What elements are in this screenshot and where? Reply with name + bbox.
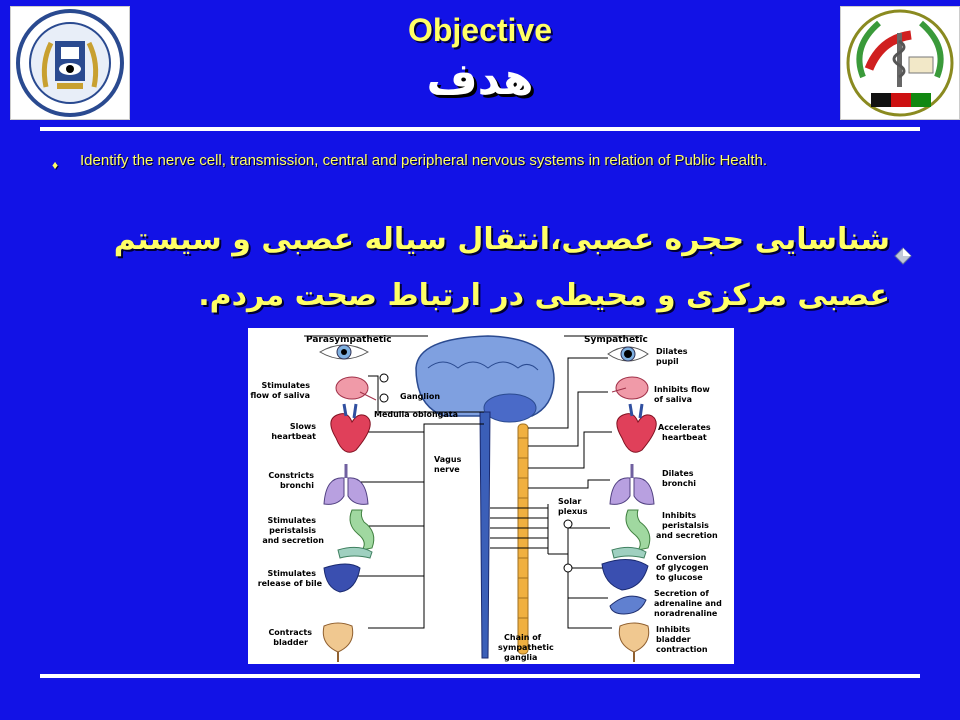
para-label-4-line-1: Stimulates [267,516,316,525]
para-label-6-line-1: Contracts [268,628,312,637]
symp-label-1-line-2: pupil [656,357,679,366]
para-label-4-line-2: peristalsis [269,526,316,535]
ministry-emblem-icon [10,6,130,120]
symp-label-6-line-1: Conversion [656,553,707,562]
nervous-system-diagram: Parasympathetic Sympathetic Ganglion Med… [248,328,734,664]
symp-label-7-line-3: noradrenaline [654,609,718,618]
symp-label-2-line-1: Inhibits flow [654,385,710,394]
symp-label-3-line-2: heartbeat [662,433,707,442]
symp-label-6-line-2: of glycogen [656,563,709,572]
para-label-3-line-1: Constricts [268,471,314,480]
lungs-icon [323,464,369,505]
label-vagus-1: Vagus [434,455,462,464]
public-health-emblem-icon [840,6,960,120]
label-solar-1: Solar [558,497,581,506]
page-title-persian: هدف [426,54,534,105]
liver-icon [601,559,649,591]
symp-label-8-line-1: Inhibits [656,625,690,634]
diamond-bullet-icon: ♦ [52,158,59,172]
label-ganglion: Ganglion [400,392,440,401]
heart-icon [616,403,657,453]
stomach-icon [611,509,651,559]
objective-english: ♦ Identify the nerve cell, transmission,… [52,150,888,172]
bladder-icon [618,622,650,662]
symp-label-5-line-2: peristalsis [662,521,709,530]
lungs-icon [609,464,655,505]
symp-label-7-line-1: Secretion of [654,589,709,598]
stomach-icon [337,509,375,559]
para-label-4-line-3: and secretion [262,536,324,545]
page-title-english: Objective [407,12,553,48]
eye-icon [319,344,369,360]
bladder-icon [322,622,354,662]
label-chain-1: Chain of [504,633,542,642]
symp-label-2-line-2: of saliva [654,395,692,404]
label-vagus-2: nerve [434,465,460,474]
top-divider [40,127,920,131]
objective-persian-line-1: شناسایی حجره عصبی،انتقال سیاله عصبی و سی… [113,222,890,257]
symp-label-8-line-3: contraction [656,645,708,654]
label-chain-2: sympathetic [498,643,554,652]
para-label-1-line-2: flow of saliva [250,391,310,400]
bottom-divider [40,674,920,678]
symp-label-4-line-2: bronchi [662,479,696,488]
objective-english-text: Identify the nerve cell, transmission, c… [80,152,768,169]
para-label-6-line-2: bladder [273,638,308,647]
liver-icon [323,563,361,593]
salivary-gland-icon [335,376,377,401]
symp-label-6-line-3: to glucose [656,573,703,582]
label-chain-3: ganglia [504,653,537,662]
para-label-3-line-2: bronchi [280,481,314,490]
sympathetic-title: Sympathetic [584,335,648,345]
para-label-2-line-2: heartbeat [271,432,316,441]
para-label-2-line-1: Slows [290,422,316,431]
heart-icon [330,403,371,453]
para-label-5-line-1: Stimulates [267,569,316,578]
symp-label-3-line-1: Accelerates [658,423,711,432]
symp-label-1-line-1: Dilates [656,347,688,356]
para-label-1-line-1: Stimulates [261,381,310,390]
para-label-5-line-2: release of bile [258,579,323,588]
spinal-cord-icon [479,411,491,659]
salivary-gland-icon [611,376,649,400]
objective-persian: شناسایی حجره عصبی،انتقال سیاله عصبی و سی… [70,212,912,324]
symp-label-4-line-1: Dilates [662,469,694,478]
symp-label-5-line-1: Inhibits [662,511,696,520]
sympathetic-chain-icon [517,423,529,655]
label-solar-2: plexus [558,507,588,516]
label-medulla: Medulla oblongata [374,410,458,419]
symp-label-8-line-2: bladder [656,635,691,644]
eye-icon [607,346,649,362]
objective-persian-line-2: عصبی مرکزی و محیطی در ارتباط صحت مردم. [198,278,890,313]
diamond-bullet-icon [894,228,912,284]
parasympathetic-title: Parasympathetic [306,335,392,345]
symp-label-5-line-3: and secretion [656,531,718,540]
symp-label-7-line-2: adrenaline and [654,599,722,608]
adrenal-gland-icon [609,595,647,615]
